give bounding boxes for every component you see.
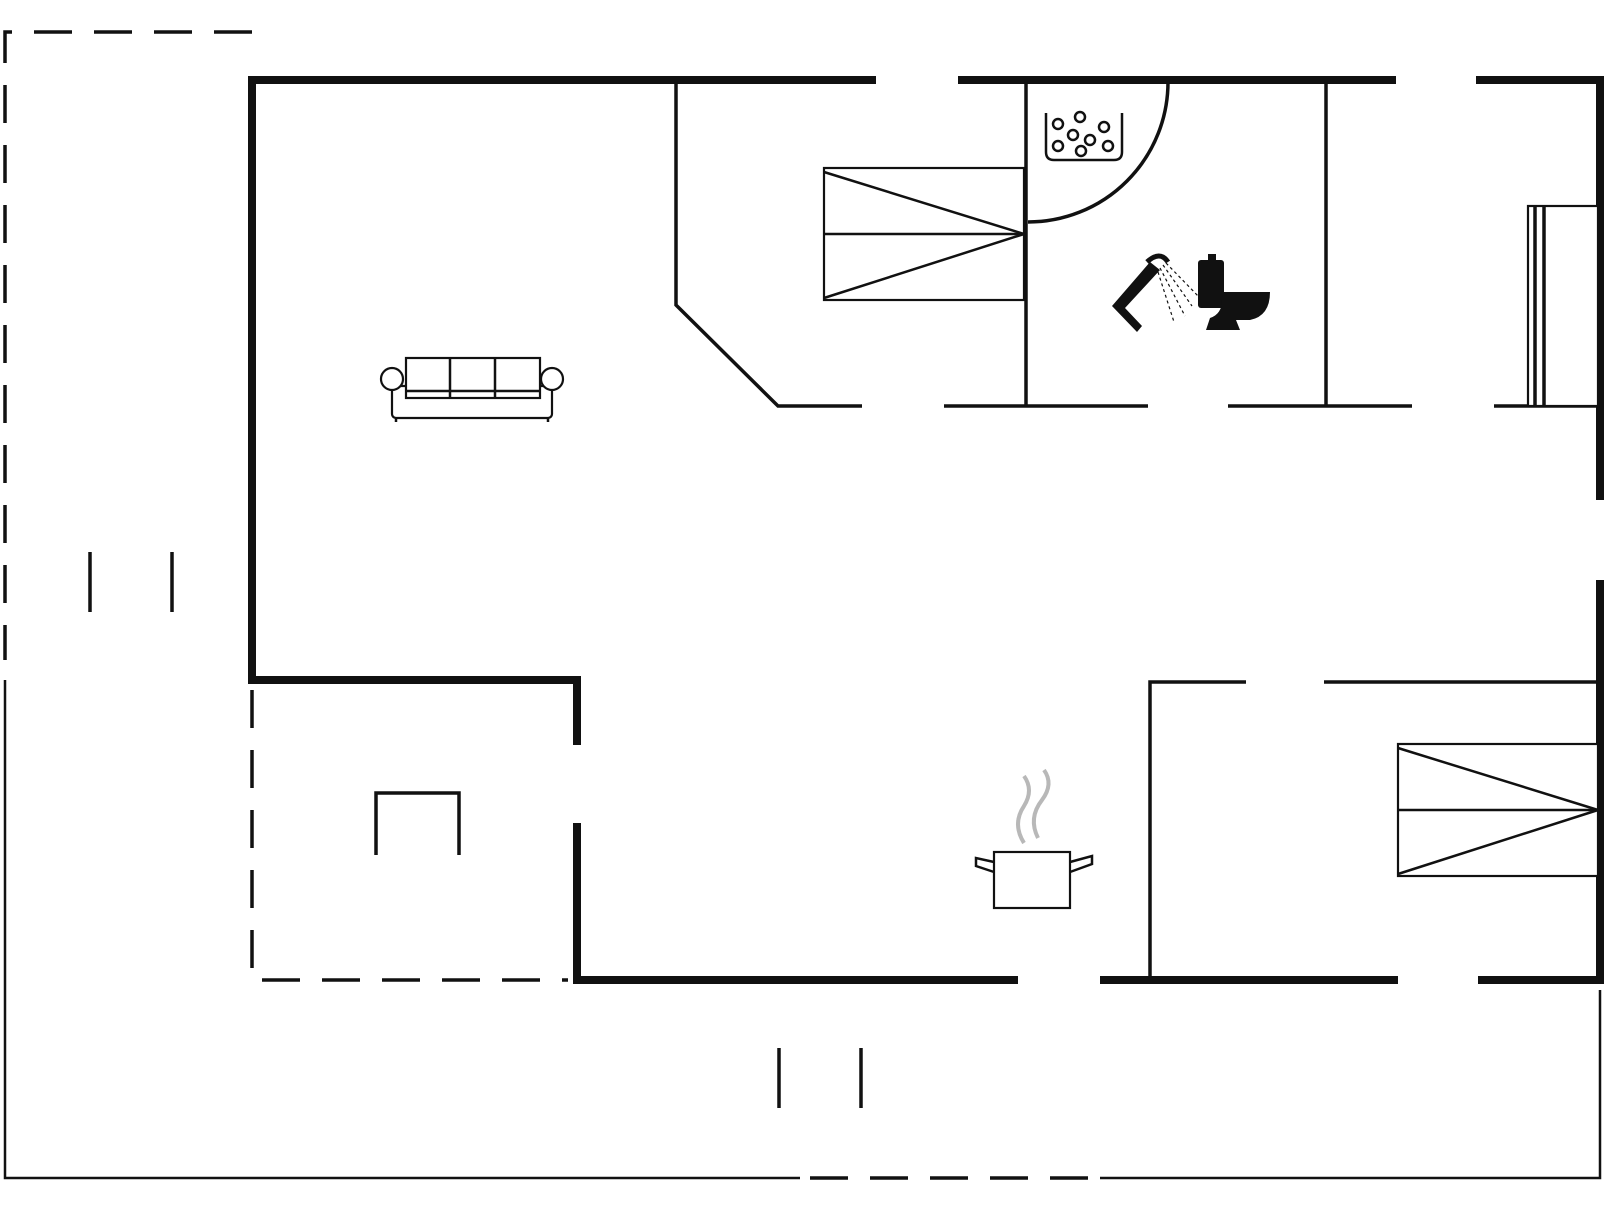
plot-boundary [3, 30, 1602, 1180]
cooking-pot-icon [974, 768, 1094, 910]
table-icon [374, 791, 461, 855]
wardrobe [1526, 204, 1600, 408]
annex-outline [250, 690, 568, 982]
exterior-walls [248, 76, 1604, 984]
bathtub-icon [1044, 110, 1124, 162]
toilet-icon [1198, 254, 1270, 330]
shower-icon [1112, 253, 1201, 332]
sofa-icon [379, 356, 565, 422]
terrace-posts [88, 552, 863, 1108]
bed-icon [1396, 742, 1600, 878]
interior-walls [674, 82, 1598, 978]
door-swing [1027, 81, 1170, 224]
bed-icon [822, 166, 1026, 302]
